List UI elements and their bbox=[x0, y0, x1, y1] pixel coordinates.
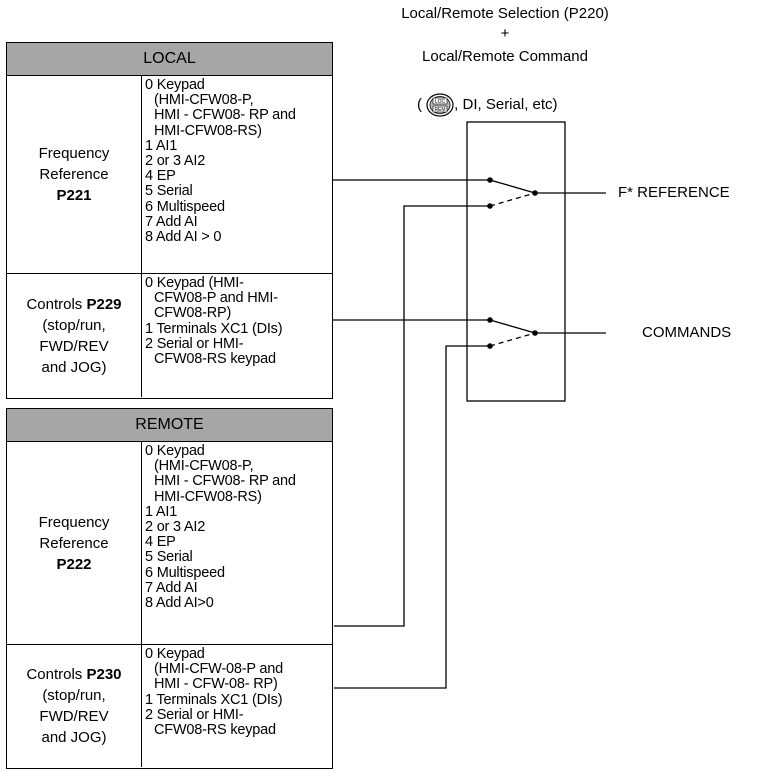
switch-reference-blade bbox=[489, 179, 536, 194]
option-line: (HMI-CFW08-P, bbox=[154, 458, 254, 475]
remote-frequency-label: Frequency Reference P222 bbox=[7, 442, 142, 644]
local-frequency-label: Frequency Reference P221 bbox=[7, 76, 142, 273]
option-line: 4 EP bbox=[145, 534, 176, 551]
loc-icon-text: LOC bbox=[435, 99, 446, 105]
switch-reference-dashed bbox=[489, 192, 536, 207]
option-line: (HMI-CFW-08-P and bbox=[154, 661, 284, 678]
option-line: 1 Terminals XC1 (DIs) bbox=[145, 691, 283, 708]
option-line: 2 or 3 AI2 bbox=[145, 519, 206, 536]
option-line: 8 Add AI>0 bbox=[145, 595, 214, 612]
option-line: 0 Keypad (HMI- bbox=[145, 275, 244, 291]
output-reference-label: F* REFERENCE bbox=[618, 184, 730, 201]
local-controls-row: Controls P229 (stop/run, FWD/REV and JOG… bbox=[7, 273, 332, 397]
remote-frequency-row: Frequency Reference P222 0 Keypad(HMI-CF… bbox=[7, 442, 332, 644]
option-line: 2 or 3 AI2 bbox=[145, 153, 206, 170]
option-line: HMI - CFW-08- RP) bbox=[154, 676, 278, 693]
local-controls-param: P229 bbox=[86, 295, 122, 313]
option-line: 1 AI1 bbox=[145, 137, 178, 154]
local-frequency-param: P221 bbox=[56, 187, 92, 204]
option-line: HMI - CFW08- RP and bbox=[154, 473, 296, 490]
option-line: CFW08-P and HMI- bbox=[154, 290, 278, 307]
option-line: 2 Serial or HMI- bbox=[145, 335, 244, 352]
terminal-dot bbox=[487, 317, 493, 323]
option-line: 8 Add AI > 0 bbox=[145, 229, 222, 246]
switch-commands-dashed bbox=[489, 332, 536, 347]
option-line: 6 Multispeed bbox=[145, 564, 225, 581]
option-line: 1 Terminals XC1 (DIs) bbox=[145, 320, 283, 337]
option-line: HMI - CFW08- RP and bbox=[154, 107, 296, 124]
output-commands-label: COMMANDS bbox=[642, 324, 732, 341]
option-line: 4 EP bbox=[145, 168, 176, 185]
wire-remote-controls bbox=[334, 345, 490, 689]
command-sources-text: , DI, Serial, etc) bbox=[454, 95, 558, 113]
option-line: 7 Add AI bbox=[145, 213, 198, 230]
paren-open: ( bbox=[417, 95, 422, 113]
option-line: 2 Serial or HMI- bbox=[145, 706, 244, 723]
switch-box bbox=[466, 121, 566, 402]
option-line: 0 Keypad bbox=[145, 77, 205, 93]
option-line: CFW08-RS keypad bbox=[154, 722, 276, 739]
local-controls-options: 0 Keypad (HMI-CFW08-P and HMI-CFW08-RP)1… bbox=[145, 275, 330, 368]
remote-frequency-param: P222 bbox=[56, 555, 92, 573]
remote-controls-row: Controls P230 (stop/run, FWD/REV and JOG… bbox=[7, 644, 332, 767]
wire-remote-frequency bbox=[334, 205, 490, 627]
option-line: CFW08-RP) bbox=[154, 305, 232, 322]
terminal-dot bbox=[487, 203, 493, 209]
local-panel: LOCAL Frequency Reference P221 0 Keypad(… bbox=[6, 42, 333, 399]
option-line: 7 Add AI bbox=[145, 579, 198, 596]
local-panel-title: LOCAL bbox=[7, 43, 332, 76]
command-sources: ( LOC REM , DI, Serial, etc) bbox=[417, 93, 558, 117]
plus-sign: + bbox=[500, 25, 510, 42]
selection-title: Local/Remote Selection (P220) bbox=[401, 5, 609, 22]
option-line: 6 Multispeed bbox=[145, 198, 225, 215]
option-line: 5 Serial bbox=[145, 549, 193, 566]
option-line: 0 Keypad bbox=[145, 646, 205, 662]
local-controls-label: Controls P229 (stop/run, FWD/REV and JOG… bbox=[7, 274, 142, 397]
option-line: 1 AI1 bbox=[145, 503, 178, 520]
terminal-dot bbox=[487, 177, 493, 183]
local-frequency-row: Frequency Reference P221 0 Keypad(HMI-CF… bbox=[7, 76, 332, 273]
remote-controls-param: P230 bbox=[86, 666, 122, 683]
command-title: Local/Remote Command bbox=[422, 48, 588, 65]
option-line: 0 Keypad bbox=[145, 443, 205, 459]
remote-panel: REMOTE Frequency Reference P222 0 Keypad… bbox=[6, 408, 333, 769]
option-line: 5 Serial bbox=[145, 183, 193, 200]
terminal-dot bbox=[532, 330, 538, 336]
loc-rem-key-icon: LOC REM bbox=[426, 93, 454, 117]
option-line: HMI-CFW08-RS) bbox=[154, 488, 262, 505]
remote-controls-label: Controls P230 (stop/run, FWD/REV and JOG… bbox=[7, 645, 142, 767]
local-frequency-options: 0 Keypad(HMI-CFW08-P,HMI - CFW08- RP and… bbox=[145, 77, 330, 246]
terminal-dot bbox=[532, 190, 538, 196]
remote-frequency-options: 0 Keypad(HMI-CFW08-P,HMI - CFW08- RP and… bbox=[145, 443, 330, 612]
option-line: CFW08-RS keypad bbox=[154, 351, 276, 368]
switch-commands-blade bbox=[489, 319, 536, 334]
remote-panel-title: REMOTE bbox=[7, 409, 332, 442]
option-line: (HMI-CFW08-P, bbox=[154, 92, 254, 109]
terminal-dot bbox=[487, 343, 493, 349]
option-line: HMI-CFW08-RS) bbox=[154, 122, 262, 139]
rem-icon-text: REM bbox=[435, 107, 446, 113]
